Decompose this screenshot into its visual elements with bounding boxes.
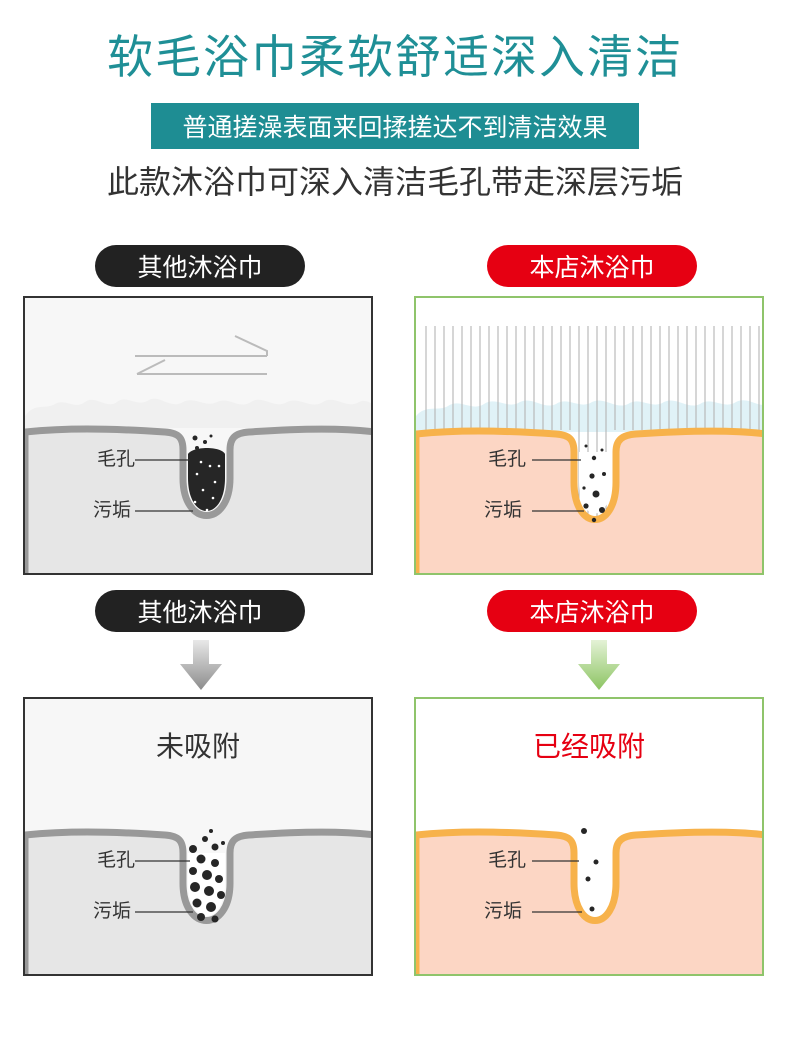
page-title: 软毛浴巾柔软舒适深入清洁	[107, 30, 683, 84]
our-towel-badge-top: 本店沐浴巾	[487, 245, 697, 287]
our-towel-before-panel: 毛孔 污垢	[414, 296, 764, 575]
foam-shape	[25, 398, 371, 428]
our-towel-after-illustration	[416, 828, 762, 974]
other-towel-before-illustration	[25, 335, 371, 573]
dirt-particles	[581, 828, 599, 912]
dirt-particles	[189, 829, 225, 923]
rubbing-arrows-icon	[135, 335, 268, 375]
banner: 普通搓澡表面来回揉搓达不到清洁效果	[151, 103, 639, 149]
skin-surface	[25, 425, 371, 573]
our-towel-badge-bottom: 本店沐浴巾	[487, 590, 697, 632]
subtitle: 此款沐浴巾可深入清洁毛孔带走深层污垢	[106, 163, 683, 201]
skin-surface	[416, 427, 762, 573]
pore-dirt	[188, 448, 225, 511]
pore-label: 毛孔	[97, 448, 136, 470]
result-text: 已经吸附	[532, 730, 645, 763]
towel-fibers-icon	[425, 326, 760, 520]
dirt-label: 污垢	[93, 499, 132, 521]
dirt-label: 污垢	[93, 900, 132, 922]
pore-label: 毛孔	[488, 849, 527, 871]
dirt-label: 污垢	[484, 900, 523, 922]
other-towel-badge-top: 其他沐浴巾	[95, 245, 305, 287]
pore-label: 毛孔	[97, 849, 136, 871]
other-towel-badge-bottom: 其他沐浴巾	[95, 590, 305, 632]
other-towel-after-panel: 未吸附 毛孔 污垢	[23, 697, 373, 976]
dirt-label: 污垢	[484, 499, 523, 521]
other-towel-before-panel: 毛孔 污垢	[23, 296, 373, 575]
down-arrow-icon	[578, 640, 620, 690]
result-text: 未吸附	[155, 730, 240, 763]
our-towel-after-panel: 已经吸附 毛孔 污垢	[414, 697, 764, 976]
dirt-speckles	[193, 460, 221, 512]
other-towel-after-illustration	[25, 828, 371, 974]
down-arrow-icon	[180, 640, 222, 690]
dirt-particles	[582, 444, 606, 523]
our-towel-before-illustration	[416, 326, 762, 573]
pore-label: 毛孔	[488, 448, 527, 470]
